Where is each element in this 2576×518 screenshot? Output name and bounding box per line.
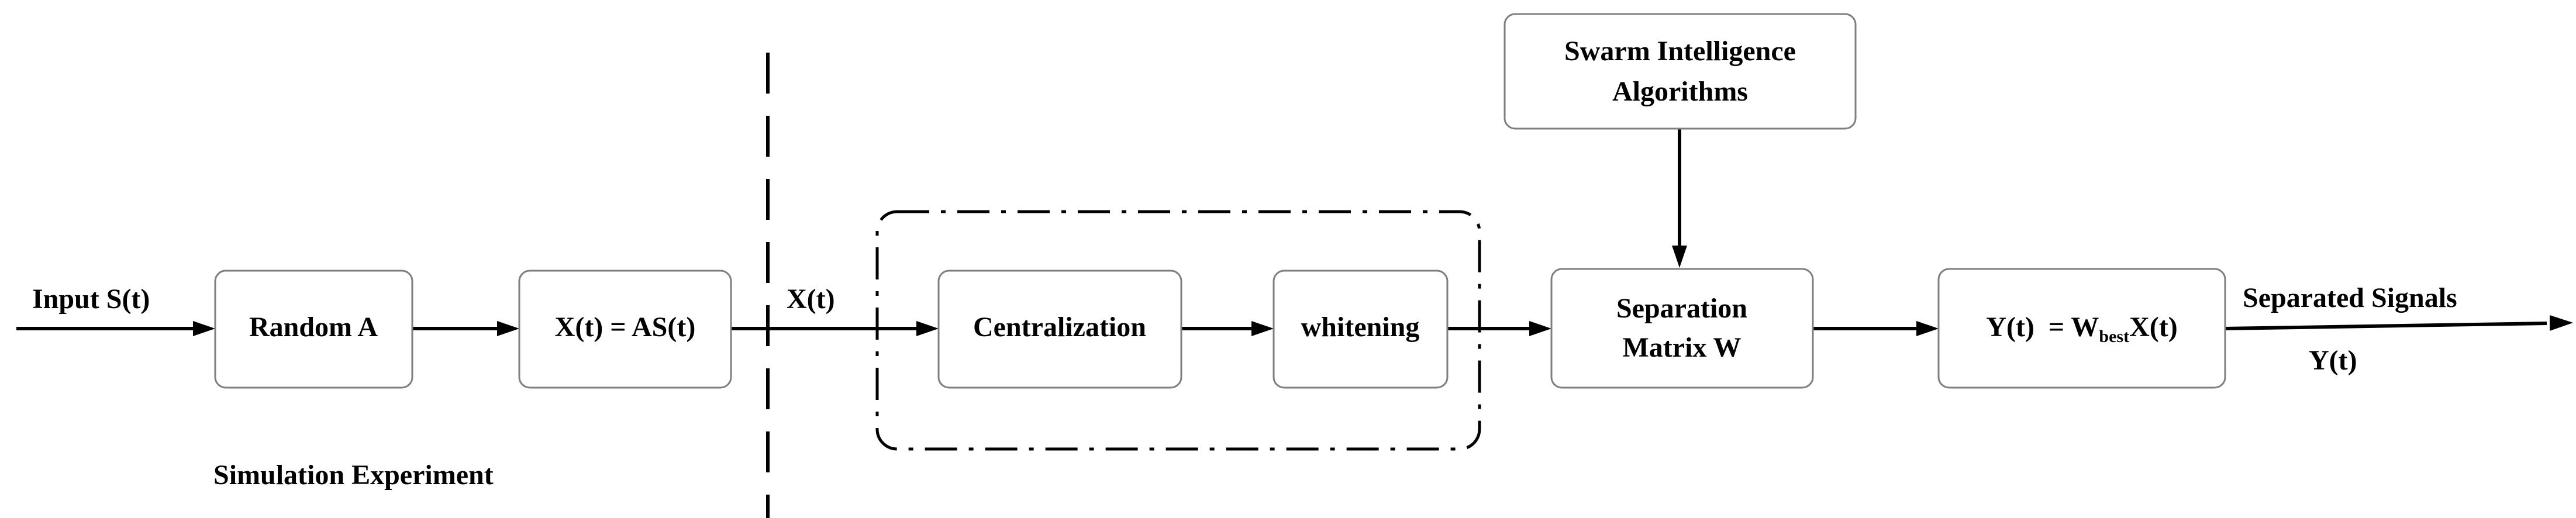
swarm-label-line2: Algorithms: [1612, 76, 1748, 107]
yt-output-label: Y(t): [2309, 345, 2357, 376]
connectors: [16, 129, 2573, 336]
arrowhead-swarm: [1672, 246, 1687, 268]
centralization-label: Centralization: [973, 312, 1146, 343]
separated-signals-label: Separated Signals: [2243, 282, 2457, 313]
mixing-label: X(t) = AS(t): [555, 312, 696, 343]
separation-label-line1: Separation: [1616, 293, 1747, 324]
swarm-label-line1: Swarm Intelligence: [1564, 36, 1796, 67]
arrow-output-signal: [2225, 322, 2547, 330]
arrowhead-input: [193, 321, 215, 336]
output-formula: Y(t) = WbestX(t): [1986, 312, 2177, 346]
separation-label-line2: Matrix W: [1622, 332, 1741, 363]
xt-label: X(t): [787, 284, 835, 315]
swarm-intelligence-block: Swarm Intelligence Algorithms: [1503, 13, 1857, 130]
input-label: Input S(t): [32, 284, 150, 315]
whitening-block: whitening: [1273, 270, 1449, 389]
arrowhead-output-signal: [2550, 315, 2573, 331]
arrowhead-separation: [1529, 321, 1551, 336]
arrowhead-output: [1916, 321, 1939, 336]
simulation-experiment-label: Simulation Experiment: [213, 460, 494, 491]
separation-matrix-block: Separation Matrix W: [1550, 268, 1814, 389]
output-block: Y(t) = WbestX(t): [1937, 268, 2226, 389]
arrowhead-centralization: [916, 321, 939, 336]
centralization-block: Centralization: [937, 270, 1182, 389]
random-a-block: Random A: [214, 270, 413, 389]
arrowhead-whitening: [1251, 321, 1274, 336]
mixing-block: X(t) = AS(t): [518, 270, 732, 389]
random-a-label: Random A: [249, 312, 378, 343]
whitening-label: whitening: [1301, 312, 1420, 343]
arrowhead-mixing: [497, 321, 519, 336]
